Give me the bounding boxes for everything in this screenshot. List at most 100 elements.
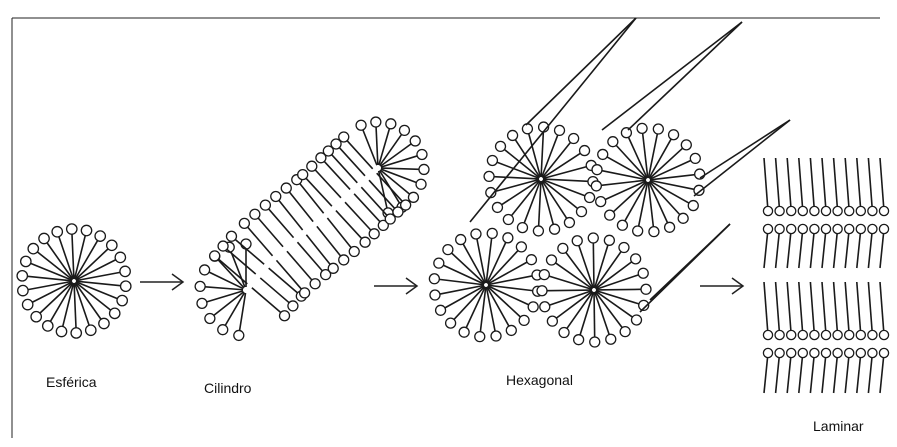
surfactant-molecule xyxy=(845,348,854,393)
molecule-head xyxy=(868,330,877,339)
molecule-tail xyxy=(787,358,791,393)
surfactant-molecule xyxy=(868,224,877,268)
molecule-tail xyxy=(799,282,803,330)
molecule-tail xyxy=(880,358,884,393)
molecule-tail xyxy=(810,158,814,206)
surfactant-molecule xyxy=(775,282,784,340)
molecule-head xyxy=(503,233,513,243)
molecule-tail xyxy=(845,234,849,268)
molecule-head xyxy=(200,265,210,275)
molecule-tail xyxy=(616,145,646,178)
molecule-head xyxy=(787,206,796,215)
molecule-tail xyxy=(345,202,371,230)
molecule-head xyxy=(307,161,317,171)
molecule-head xyxy=(588,233,598,243)
surfactant-molecule xyxy=(810,158,819,216)
surfactant-molecule xyxy=(430,285,484,300)
surfactant-molecule xyxy=(471,229,486,283)
molecule-head xyxy=(446,318,456,328)
surfactant-molecule xyxy=(381,149,427,167)
surfactant-molecule xyxy=(879,348,888,393)
surfactant-molecule xyxy=(879,158,888,216)
molecule-head xyxy=(617,220,627,230)
hexagonal-rod-outline xyxy=(628,22,742,130)
molecule-head xyxy=(833,330,842,339)
molecule-tail xyxy=(822,282,826,330)
surfactant-molecule xyxy=(297,242,330,279)
molecule-tail xyxy=(354,194,380,222)
molecule-head xyxy=(492,202,502,212)
surfactant-molecule xyxy=(810,282,819,340)
hexagonal-phase xyxy=(429,18,790,347)
molecule-tail xyxy=(857,358,861,393)
surfactant-molecule xyxy=(833,224,842,268)
molecule-tail xyxy=(799,358,803,393)
molecule-head xyxy=(688,201,698,211)
surfactant-molecule xyxy=(361,187,395,224)
molecule-head xyxy=(845,330,854,339)
molecule-tail xyxy=(524,181,540,223)
molecule-head xyxy=(86,325,96,335)
molecule-head xyxy=(868,206,877,215)
hexagonal-rod-outline xyxy=(470,18,636,222)
surfactant-molecule xyxy=(879,224,888,268)
molecule-head xyxy=(81,225,91,235)
molecule-tail xyxy=(75,283,89,325)
surfactant-molecule xyxy=(339,132,373,169)
molecule-tail xyxy=(787,234,791,268)
surfactant-molecule xyxy=(833,282,842,340)
molecule-head xyxy=(281,183,291,193)
surfactant-molecule xyxy=(18,281,72,295)
molecule-head xyxy=(574,335,584,345)
molecule-head xyxy=(879,224,888,233)
surfactant-molecule xyxy=(533,181,543,236)
molecule-tail xyxy=(37,252,72,280)
molecule-head xyxy=(833,206,842,215)
surfactant-molecule xyxy=(345,202,379,239)
molecule-tail xyxy=(332,155,358,183)
molecule-tail xyxy=(542,135,558,177)
molecule-tail xyxy=(72,234,74,279)
molecule-head xyxy=(250,209,260,219)
surfactant-molecule xyxy=(810,348,819,393)
molecule-head xyxy=(787,224,796,233)
molecule-head xyxy=(533,226,543,236)
molecule-head xyxy=(775,224,784,233)
surfactant-molecule xyxy=(327,218,359,257)
molecule-head xyxy=(310,279,320,289)
molecule-head xyxy=(585,193,595,203)
surfactant-molecule xyxy=(787,282,796,340)
surfactant-molecule xyxy=(543,146,590,178)
molecule-head xyxy=(547,316,557,326)
hexagonal-rod-outline xyxy=(526,18,636,125)
molecule-head xyxy=(516,242,526,252)
molecule-head xyxy=(410,136,420,146)
molecule-head xyxy=(763,348,772,357)
molecule-head xyxy=(678,213,688,223)
arrow-sphere-to-cylinder xyxy=(140,274,183,290)
molecule-head xyxy=(99,318,109,328)
molecule-head xyxy=(550,224,560,234)
molecule-tail xyxy=(613,181,646,211)
molecule-head xyxy=(580,146,590,156)
molecule-head xyxy=(22,299,32,309)
surfactant-molecule xyxy=(845,224,854,268)
molecule-head xyxy=(31,312,41,322)
molecule-head xyxy=(821,348,830,357)
molecule-head xyxy=(475,332,485,342)
molecule-head xyxy=(328,263,338,273)
molecule-head xyxy=(856,224,865,233)
molecule-tail xyxy=(494,177,539,179)
molecule-tail xyxy=(834,158,838,206)
molecule-tail xyxy=(868,234,872,268)
molecule-head xyxy=(416,179,426,189)
molecule-head xyxy=(833,224,842,233)
molecule-head xyxy=(43,321,53,331)
molecule-tail xyxy=(787,282,791,330)
surfactant-molecule xyxy=(446,286,485,328)
surfactant-molecule xyxy=(67,224,77,279)
molecule-head xyxy=(484,171,494,181)
molecule-head xyxy=(856,330,865,339)
molecule-head xyxy=(288,301,298,311)
